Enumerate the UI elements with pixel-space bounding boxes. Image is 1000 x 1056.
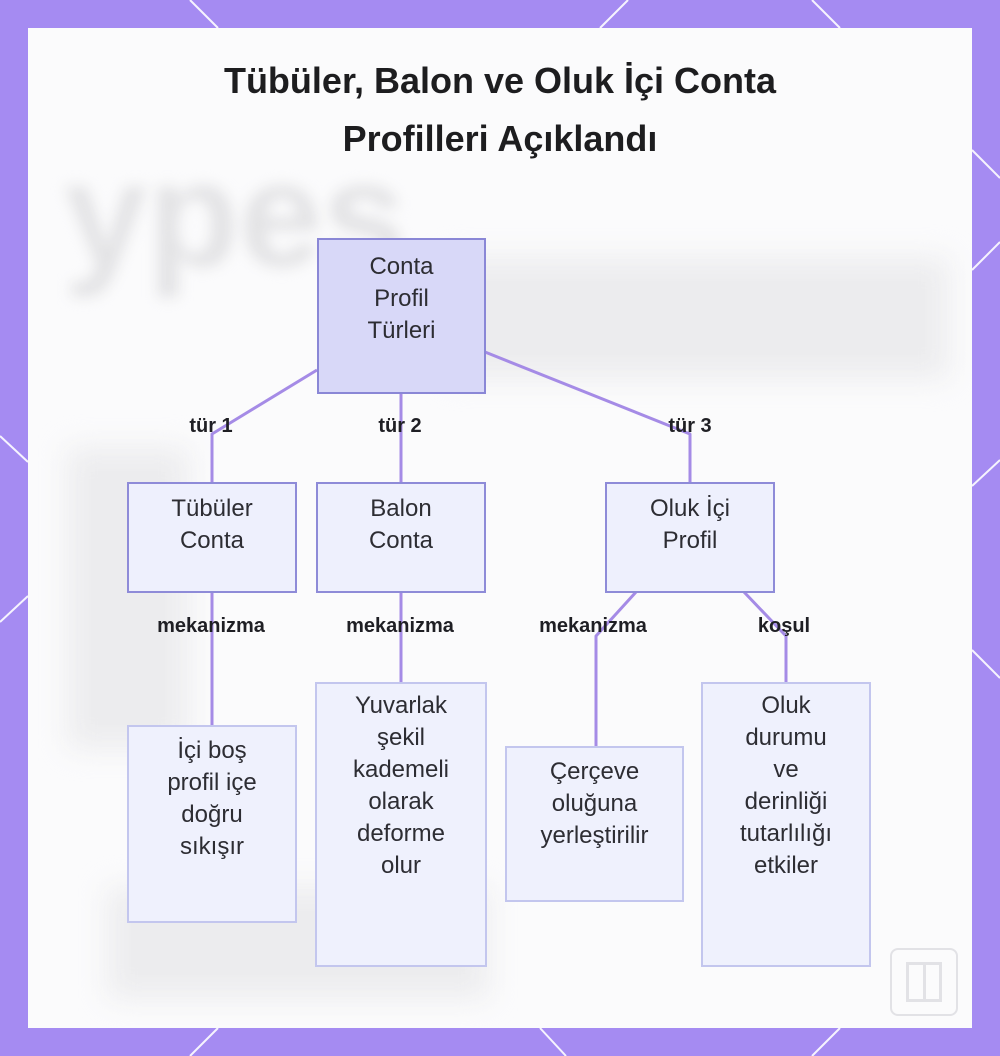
- node-text: şekil: [376, 724, 425, 751]
- background-blur-band: [448, 258, 948, 378]
- watermark-logo: [890, 948, 958, 1016]
- node-text: Tübüler: [171, 495, 253, 522]
- node-text: Oluk İçi: [649, 495, 730, 522]
- edge-label-type-3: tür 3: [668, 415, 712, 437]
- node-text: etkiler: [753, 852, 819, 879]
- node-text: profil içe: [167, 769, 257, 796]
- node-text: Conta: [179, 527, 245, 554]
- edge-label-type-1: tür 1: [189, 415, 233, 437]
- edge-root-channel: [484, 350, 692, 482]
- node-balloon-gasket: Balon Conta: [316, 482, 486, 593]
- node-text: Yuvarlak: [354, 692, 448, 719]
- node-text: deforme: [356, 820, 446, 847]
- node-gasket-profile-types: Conta Profil Türleri: [317, 238, 486, 394]
- node-text: doğru: [181, 801, 243, 828]
- title-line-1: Tübüler, Balon ve Oluk İçi Conta: [223, 60, 777, 101]
- diagram-title: Tübüler, Balon ve Oluk İçi Conta Profill…: [0, 52, 1000, 168]
- node-text: derinliği: [744, 788, 828, 815]
- node-text: yerleştirilir: [540, 822, 649, 849]
- node-channel-condition: Oluk durumu ve derinliği tutarlılığı etk…: [701, 682, 871, 967]
- edge-label-mechanism-2: mekanizma: [346, 615, 454, 637]
- edge-channel-cond: [742, 590, 788, 682]
- node-text: Profil: [662, 527, 718, 554]
- node-text: Oluk: [761, 692, 811, 719]
- node-text: Profil: [374, 285, 429, 312]
- node-text: İçi boş: [177, 737, 247, 764]
- node-text: ve: [773, 756, 799, 783]
- node-text: Conta: [369, 253, 434, 280]
- node-text: oluğuna: [551, 790, 638, 817]
- edge-label-type-2: tür 2: [378, 415, 422, 437]
- node-balloon-mechanism: Yuvarlak şekil kademeli olarak deforme o…: [315, 682, 487, 967]
- node-tubular-mechanism: İçi boş profil içe doğru sıkışır: [127, 725, 297, 923]
- edge-channel-mech: [594, 590, 638, 746]
- node-text: Türleri: [367, 317, 436, 344]
- title-line-2: Profilleri Açıklandı: [342, 118, 658, 159]
- edge-label-condition: koşul: [757, 615, 811, 637]
- node-text: olur: [380, 852, 422, 879]
- edge-root-tubular: [210, 368, 318, 482]
- node-text: tutarlılığı: [739, 820, 833, 847]
- node-text: Conta: [368, 527, 434, 554]
- node-channel-mechanism: Çerçeve oluğuna yerleştirilir: [505, 746, 684, 902]
- node-tubular-gasket: Tübüler Conta: [127, 482, 297, 593]
- node-text: durumu: [745, 724, 827, 751]
- node-text: Çerçeve: [549, 758, 640, 785]
- node-in-channel-profile: Oluk İçi Profil: [605, 482, 775, 593]
- node-text: sıkışır: [180, 833, 244, 860]
- edge-label-mechanism-1: mekanizma: [157, 615, 265, 637]
- edge-label-mechanism-3: mekanizma: [539, 615, 647, 637]
- node-text: Balon: [370, 495, 432, 522]
- node-text: olarak: [368, 788, 434, 815]
- node-text: kademeli: [352, 756, 450, 783]
